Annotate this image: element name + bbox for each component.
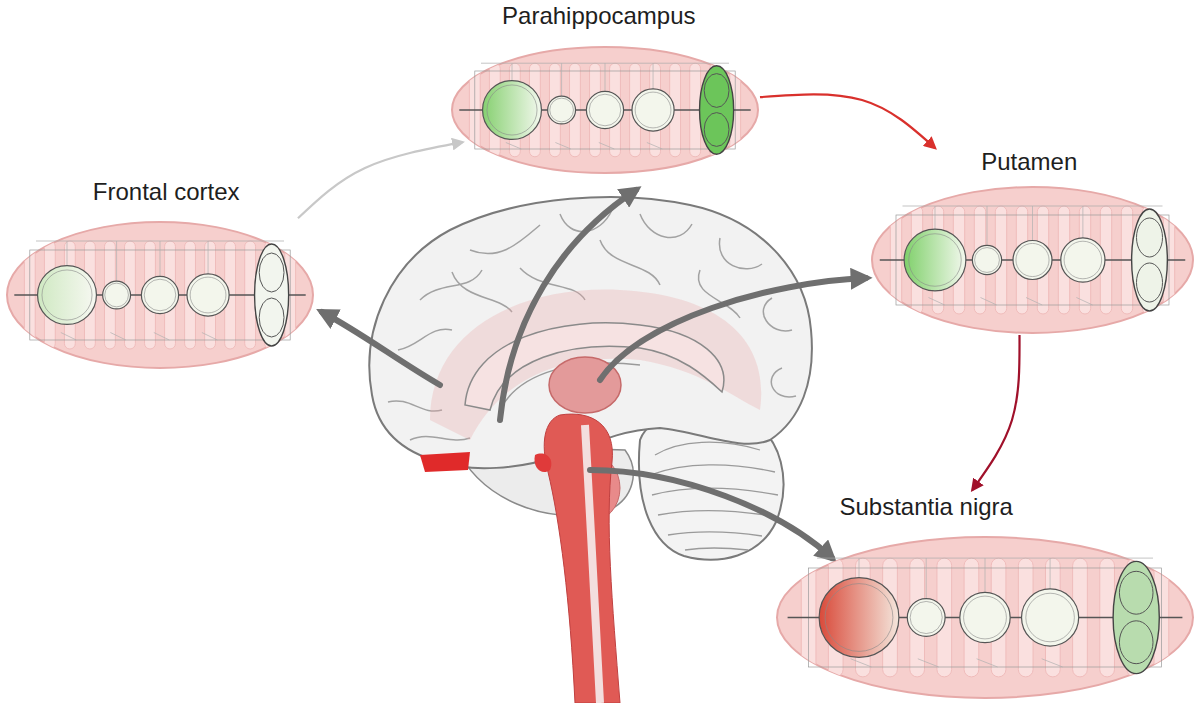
mitochondrion-outline bbox=[7, 222, 313, 368]
mitochondrion bbox=[5, 220, 315, 370]
pathology-spread-arrow bbox=[760, 94, 935, 148]
mitochondrion bbox=[775, 535, 1195, 700]
pathology-spread-arrow bbox=[972, 335, 1019, 490]
cristae bbox=[469, 63, 740, 157]
limbic-shading bbox=[430, 290, 761, 440]
brain-region-node: Putamen bbox=[870, 148, 1195, 335]
region-arrow bbox=[590, 470, 832, 558]
brain-region-node: Frontal cortex bbox=[5, 178, 315, 370]
etc-schematic bbox=[788, 558, 1183, 674]
etc-schematic bbox=[14, 241, 305, 346]
region-arrow bbox=[600, 278, 866, 380]
brainstem-tract bbox=[585, 425, 600, 703]
brain-region-node: Substantia nigra bbox=[775, 493, 1195, 700]
region-arrow bbox=[322, 312, 440, 385]
gyri bbox=[388, 210, 796, 440]
brain-region-node: Parahippocampus bbox=[450, 2, 760, 175]
pituitary bbox=[534, 453, 551, 472]
cristae bbox=[890, 206, 1174, 314]
brain-arrows bbox=[322, 190, 866, 558]
etc-schematic bbox=[880, 206, 1186, 311]
region-label: Parahippocampus bbox=[502, 2, 695, 31]
region-arrow bbox=[500, 190, 636, 420]
region-label: Putamen bbox=[981, 148, 1077, 177]
mitochondrion-outline bbox=[777, 537, 1193, 698]
cristae bbox=[801, 558, 1169, 677]
mitochondrion-outline bbox=[872, 187, 1193, 333]
region-label: Frontal cortex bbox=[93, 178, 240, 207]
region-label: Substantia nigra bbox=[839, 493, 1012, 522]
mitochondrion-outline bbox=[452, 47, 758, 173]
etc-schematic bbox=[459, 63, 750, 154]
pathology-spread-arrow bbox=[298, 142, 462, 218]
mitochondrion bbox=[870, 185, 1195, 335]
cristae bbox=[24, 241, 295, 349]
brainstem bbox=[544, 414, 620, 703]
mitochondrion bbox=[450, 45, 760, 175]
frontal-base bbox=[420, 452, 470, 472]
